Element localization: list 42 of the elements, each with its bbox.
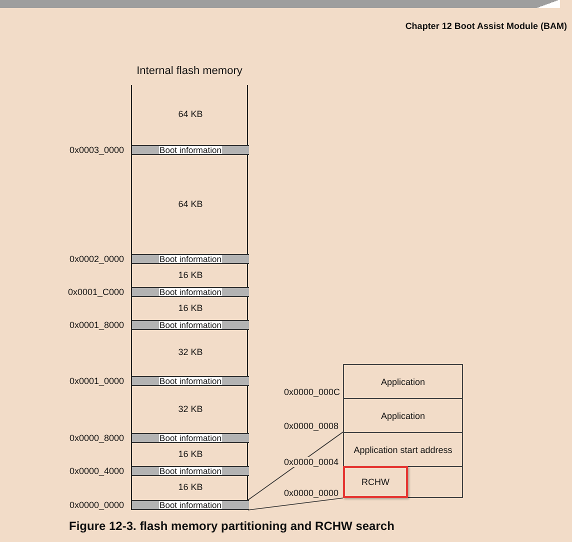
block-label: 32 KB — [177, 347, 204, 357]
block-label: 16 KB — [177, 482, 204, 492]
chapter-heading: Chapter 12 Boot Assist Module (BAM) — [405, 21, 567, 31]
address-label: 0x0000_0004 — [284, 457, 339, 467]
memory-row — [343, 466, 463, 498]
bar-label: Boot information — [158, 377, 222, 385]
block-label: 16 KB — [177, 448, 204, 458]
figure-caption: Figure 12-3. flash memory partitioning and RCHW search — [69, 519, 394, 533]
memory-row — [343, 364, 463, 399]
address-label: 0x0003_0000 — [69, 145, 124, 155]
block-label: 16 KB — [177, 270, 204, 280]
block-label: 16 KB — [177, 302, 204, 312]
block-label: 32 KB — [177, 404, 204, 414]
bar-label: Boot information — [158, 288, 222, 296]
address-label: 0x0000_0000 — [284, 488, 339, 498]
bar-label: Boot information — [158, 146, 222, 154]
address-label: 0x0000_000C — [284, 387, 340, 397]
address-label: 0x0002_0000 — [69, 254, 124, 264]
block-label: Application start address — [352, 444, 454, 454]
highlight-box — [343, 466, 408, 498]
block-label: Application — [380, 410, 426, 420]
block-label: RCHW — [360, 477, 390, 487]
bar-label: Boot information — [158, 321, 222, 329]
memory-row — [343, 398, 463, 433]
block-label: 64 KB — [177, 109, 204, 119]
column-heading: Internal flash memory — [136, 65, 244, 77]
address-label: 0x0000_0008 — [284, 421, 339, 431]
address-label: 0x0001_0000 — [69, 376, 124, 386]
connector-line — [248, 498, 344, 510]
connector-line — [248, 432, 344, 500]
address-label: 0x0000_4000 — [69, 466, 124, 476]
bar-label: Boot information — [158, 501, 222, 509]
block-label: Application — [380, 376, 426, 386]
bar-label: Boot information — [158, 434, 222, 442]
address-label: 0x0001_C000 — [68, 287, 124, 297]
block-label: 64 KB — [177, 198, 204, 208]
address-label: 0x0000_0000 — [69, 500, 124, 510]
address-label: 0x0000_8000 — [69, 433, 124, 443]
bar-label: Boot information — [158, 467, 222, 475]
address-label: 0x0001_8000 — [69, 320, 124, 330]
memory-row — [343, 432, 463, 467]
bar-label: Boot information — [158, 255, 222, 263]
